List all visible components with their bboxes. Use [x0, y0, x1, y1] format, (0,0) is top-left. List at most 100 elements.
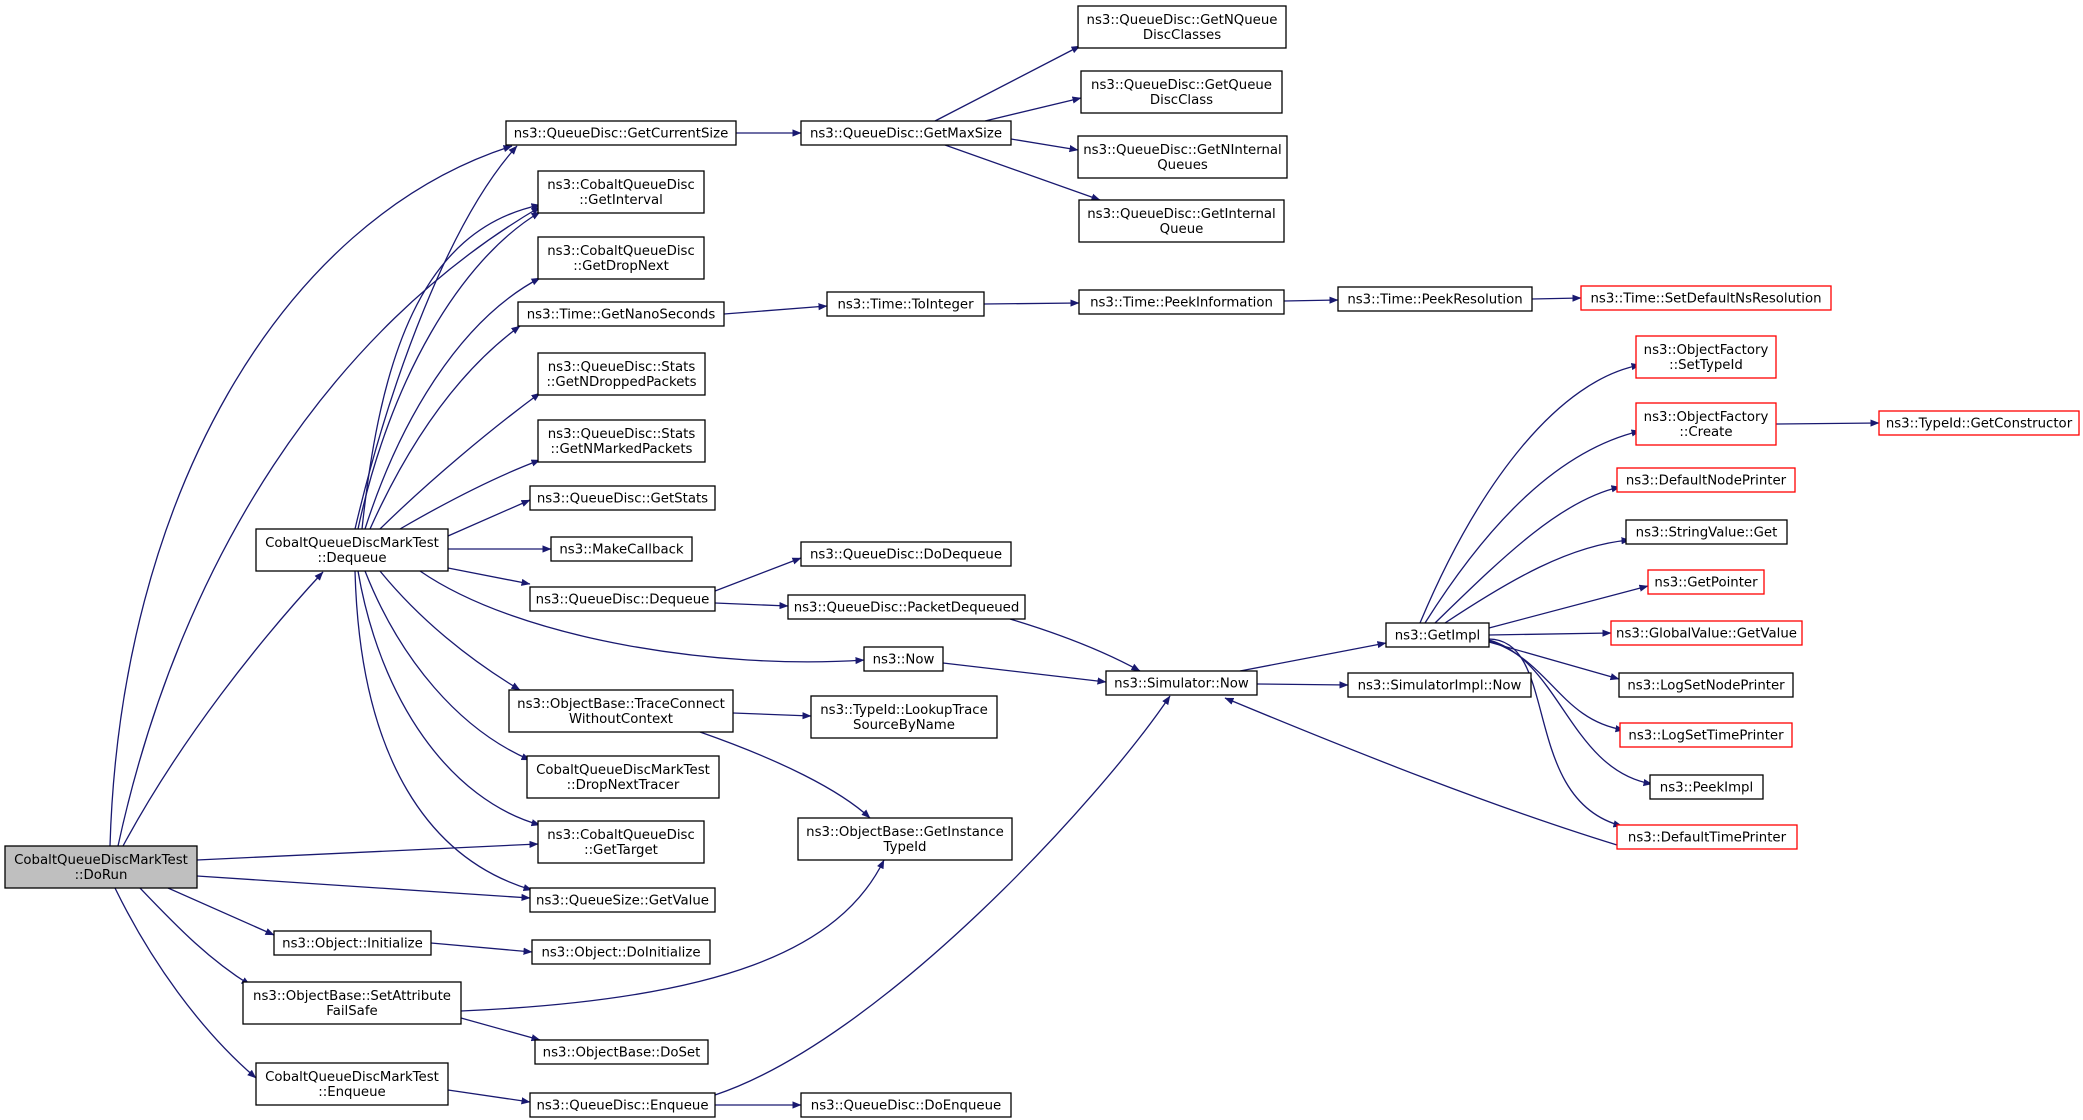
- node-settypeid[interactable]: ns3::ObjectFactory::SetTypeId: [1635, 335, 1777, 379]
- node-traceconnect[interactable]: ns3::ObjectBase::TraceConnectWithoutCont…: [508, 689, 734, 733]
- node-dequeue-test[interactable]: CobaltQueueDiscMarkTest::Dequeue: [255, 528, 449, 572]
- edge-deq-dropnexttracer: [364, 570, 531, 761]
- node-packetdequeued[interactable]: ns3::QueueDisc::PacketDequeued: [787, 594, 1026, 620]
- node-label: ns3::QueueDisc::PacketDequeued: [794, 601, 1020, 616]
- node-getimpl[interactable]: ns3::GetImpl: [1385, 622, 1490, 648]
- edges: [109, 45, 1880, 1109]
- node-label: ns3::GlobalValue::GetValue: [1616, 627, 1797, 642]
- node-logsettime[interactable]: ns3::LogSetTimePrinter: [1619, 722, 1793, 748]
- node-label: ns3::Time::SetDefaultNsResolution: [1590, 292, 1821, 307]
- edge-deq-getndropped: [379, 392, 541, 530]
- node-label: CobaltQueueDiscMarkTest: [14, 853, 188, 868]
- node-simimpl-now[interactable]: ns3::SimulatorImpl::Now: [1347, 672, 1532, 698]
- node-getnanoseconds[interactable]: ns3::Time::GetNanoSeconds: [517, 301, 725, 327]
- node-label: ns3::GetPointer: [1654, 576, 1758, 591]
- edge-sim-now-simimpl-now: [1256, 681, 1349, 689]
- node-label: ns3::Time::PeekInformation: [1090, 296, 1273, 311]
- node-defaultnodeprinter[interactable]: ns3::DefaultNodePrinter: [1616, 467, 1796, 493]
- node-qd-enqueue[interactable]: ns3::QueueDisc::Enqueue: [529, 1092, 716, 1118]
- node-label: ns3::QueueDisc::GetNQueue: [1087, 13, 1278, 28]
- node-getnmarked[interactable]: ns3::QueueDisc::Stats::GetNMarkedPackets: [537, 419, 706, 463]
- edge-packetdequeued-sim-now: [1009, 618, 1141, 672]
- edge-deq-gettarget: [357, 570, 541, 827]
- node-peekinfo[interactable]: ns3::Time::PeekInformation: [1078, 289, 1285, 315]
- edge-getimpl-create: [1424, 429, 1641, 624]
- node-getdropnext[interactable]: ns3::CobaltQueueDisc::GetDropNext: [537, 236, 705, 280]
- edge-getimpl-logsetnode: [1488, 641, 1620, 681]
- node-doset[interactable]: ns3::ObjectBase::DoSet: [534, 1039, 709, 1065]
- edge-deq-getinterval: [357, 211, 541, 530]
- node-label: ns3::QueueSize::GetValue: [536, 894, 709, 909]
- node-label: ns3::ObjectFactory: [1644, 343, 1769, 358]
- node-create[interactable]: ns3::ObjectFactory::Create: [1635, 402, 1777, 446]
- node-dropnexttracer[interactable]: CobaltQueueDiscMarkTest::DropNextTracer: [526, 755, 720, 799]
- node-sim-now[interactable]: ns3::Simulator::Now: [1105, 670, 1258, 696]
- edge-deq-now: [419, 570, 865, 665]
- node-now[interactable]: ns3::Now: [863, 646, 944, 672]
- node-label: ns3::QueueDisc::Dequeue: [536, 593, 710, 608]
- edge-deq-qs-getvalue: [354, 570, 533, 892]
- node-label: ns3::QueueDisc::DoEnqueue: [811, 1099, 1001, 1114]
- node-doinitialize[interactable]: ns3::Object::DoInitialize: [531, 939, 711, 965]
- edge-dorun-qs-getvalue: [196, 875, 531, 902]
- edge-getimpl-getpointer: [1488, 584, 1649, 629]
- node-defaulttimeprinter[interactable]: ns3::DefaultTimePrinter: [1616, 824, 1798, 850]
- node-label: WithoutContext: [569, 712, 673, 727]
- node-getmaxsize[interactable]: ns3::QueueDisc::GetMaxSize: [800, 120, 1012, 146]
- node-dorun[interactable]: CobaltQueueDiscMarkTest::DoRun: [4, 845, 198, 889]
- node-label: ::GetNDroppedPackets: [546, 375, 696, 390]
- node-label: ns3::Object::Initialize: [282, 937, 423, 952]
- node-getinterval[interactable]: ns3::CobaltQueueDisc::GetInterval: [537, 170, 705, 214]
- edge-sim-now-getimpl: [1239, 641, 1387, 672]
- node-getstats[interactable]: ns3::QueueDisc::GetStats: [529, 485, 716, 511]
- node-peekimpl[interactable]: ns3::PeekImpl: [1649, 774, 1764, 800]
- node-label: ns3::LogSetTimePrinter: [1628, 729, 1784, 744]
- edge-deq-getnmarked: [399, 459, 541, 530]
- node-getndropped[interactable]: ns3::QueueDisc::Stats::GetNDroppedPacket…: [537, 352, 706, 396]
- edge-defaulttimeprinter-sim-now: [1224, 697, 1631, 850]
- node-qd-dequeue[interactable]: ns3::QueueDisc::Dequeue: [529, 586, 716, 612]
- edge-dorun-dequeue-test: [122, 571, 324, 847]
- node-tointeger[interactable]: ns3::Time::ToInteger: [826, 291, 985, 317]
- node-label: ns3::CobaltQueueDisc: [547, 244, 695, 259]
- node-label: FailSafe: [326, 1004, 377, 1019]
- node-gettarget[interactable]: ns3::CobaltQueueDisc::GetTarget: [537, 820, 705, 864]
- edge-getimpl-peekimpl: [1488, 639, 1653, 787]
- node-peekres[interactable]: ns3::Time::PeekResolution: [1337, 286, 1533, 312]
- node-logsetnode[interactable]: ns3::LogSetNodePrinter: [1618, 672, 1794, 698]
- node-setdefaultns[interactable]: ns3::Time::SetDefaultNsResolution: [1580, 285, 1832, 311]
- node-initialize[interactable]: ns3::Object::Initialize: [273, 930, 432, 956]
- node-dodequeue[interactable]: ns3::QueueDisc::DoDequeue: [800, 541, 1012, 567]
- edge-deq-getstats: [447, 499, 531, 537]
- edge-getmaxsize-getqdc: [984, 96, 1082, 122]
- node-doenqueue[interactable]: ns3::QueueDisc::DoEnqueue: [800, 1092, 1012, 1118]
- edge-setattribute-getinstancetypeid: [460, 859, 885, 1012]
- node-stringvalueget[interactable]: ns3::StringValue::Get: [1625, 519, 1788, 545]
- node-getconstructor[interactable]: ns3::TypeId::GetConstructor: [1878, 410, 2080, 436]
- node-qs-getvalue[interactable]: ns3::QueueSize::GetValue: [529, 887, 716, 913]
- node-makecallback[interactable]: ns3::MakeCallback: [550, 536, 693, 562]
- edge-getimpl-globalvalue: [1488, 629, 1612, 637]
- node-label: Queues: [1157, 158, 1208, 173]
- edge-dorun-setattribute: [139, 887, 251, 986]
- node-label: ns3::CobaltQueueDisc: [547, 178, 695, 193]
- node-label: ::GetDropNext: [573, 259, 669, 274]
- edge-enqueue-test-qd-enqueue: [447, 1089, 531, 1105]
- node-label: ns3::Time::GetNanoSeconds: [527, 308, 716, 323]
- node-getcurrentsize[interactable]: ns3::QueueDisc::GetCurrentSize: [505, 120, 737, 146]
- node-label: ::Enqueue: [318, 1085, 385, 1100]
- node-globalvalue[interactable]: ns3::GlobalValue::GetValue: [1610, 620, 1803, 646]
- edge-deq-traceconnect: [379, 570, 521, 691]
- edge-deq-qd-dequeue: [447, 567, 531, 586]
- node-getpointer[interactable]: ns3::GetPointer: [1647, 569, 1765, 595]
- edge-create-getconstructor: [1775, 419, 1880, 427]
- node-enqueue-test[interactable]: CobaltQueueDiscMarkTest::Enqueue: [255, 1062, 449, 1106]
